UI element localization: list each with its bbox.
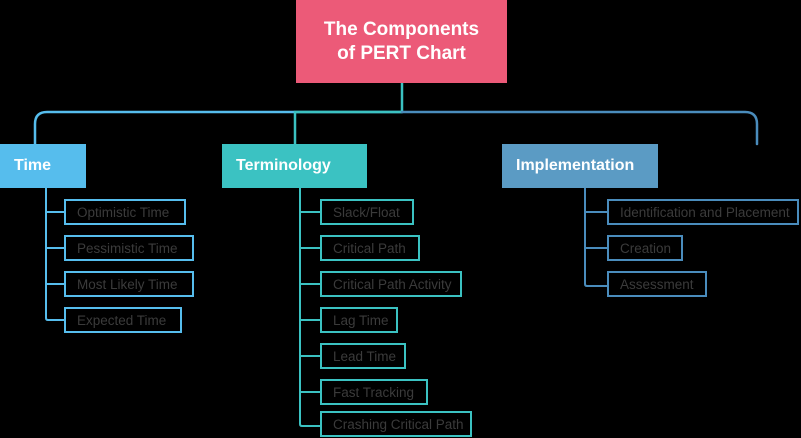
leaf-label: Critical Path Activity: [333, 276, 452, 292]
branch-label-terminology: Terminology: [236, 157, 331, 174]
trunk-mid: [293, 110, 404, 146]
leaf-optimistic-time[interactable]: Optimistic Time: [64, 199, 186, 225]
leaf-lead-time[interactable]: Lead Time: [320, 343, 406, 369]
spine-terminology: [299, 188, 320, 427]
leaf-label: Pessimistic Time: [77, 240, 178, 256]
branch-node-time[interactable]: Time: [0, 144, 86, 188]
branch-node-terminology[interactable]: Terminology: [222, 144, 367, 188]
branch-label-time: Time: [14, 157, 52, 174]
leaf-label: Optimistic Time: [77, 204, 170, 220]
leaf-expected-time[interactable]: Expected Time: [64, 307, 182, 333]
leaf-most-likely-time[interactable]: Most Likely Time: [64, 271, 194, 297]
leaf-fast-tracking[interactable]: Fast Tracking: [320, 379, 428, 405]
leaf-pessimistic-time[interactable]: Pessimistic Time: [64, 235, 194, 261]
leaf-label: Most Likely Time: [77, 276, 178, 292]
leaf-label: Fast Tracking: [333, 384, 415, 400]
leaf-label: Slack/Float: [333, 204, 400, 220]
leaf-label: Identification and Placement: [620, 204, 790, 220]
leaf-label: Lag Time: [333, 312, 389, 328]
root-title-line1: The Components: [323, 18, 480, 40]
leaf-slack-float[interactable]: Slack/Float: [320, 199, 414, 225]
leaf-critical-path-activity[interactable]: Critical Path Activity: [320, 271, 462, 297]
leaf-critical-path[interactable]: Critical Path: [320, 235, 420, 261]
leaf-crashing-critical-path[interactable]: Crashing Critical Path: [320, 411, 472, 437]
leaf-label: Lead Time: [333, 348, 397, 364]
leaf-label: Critical Path: [333, 240, 406, 256]
spine-time: [45, 188, 64, 321]
leaf-label: Assessment: [620, 276, 694, 292]
leaf-label: Expected Time: [77, 312, 167, 328]
leaf-label: Crashing Critical Path: [333, 416, 464, 432]
leaf-identification-and-placement[interactable]: Identification and Placement: [607, 199, 799, 225]
leaf-assessment[interactable]: Assessment: [607, 271, 707, 297]
trunk-left: [33, 110, 404, 146]
spine-implementation: [584, 188, 607, 287]
branch-label-implementation: Implementation: [516, 157, 635, 174]
leaf-lag-time[interactable]: Lag Time: [320, 307, 398, 333]
trunk-right: [400, 110, 759, 146]
leaf-creation[interactable]: Creation: [607, 235, 683, 261]
root-title-line2: of PERT Chart: [337, 42, 466, 64]
branch-node-implementation[interactable]: Implementation: [502, 144, 658, 188]
leaf-label: Creation: [620, 240, 672, 256]
root-node[interactable]: The Components of PERT Chart: [296, 0, 507, 83]
